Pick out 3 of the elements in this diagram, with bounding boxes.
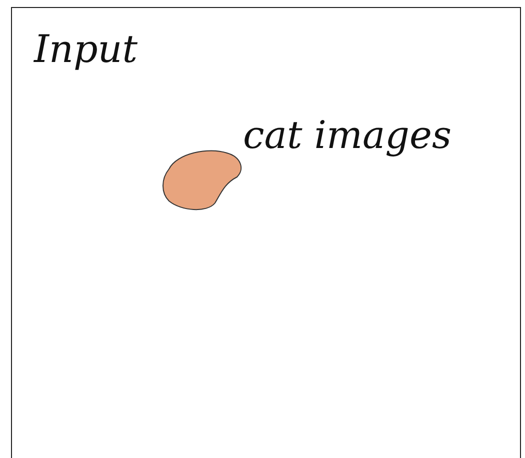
panel-heading: Input: [34, 30, 138, 68]
region-label: cat images: [243, 116, 452, 154]
input-panel: [11, 7, 521, 458]
